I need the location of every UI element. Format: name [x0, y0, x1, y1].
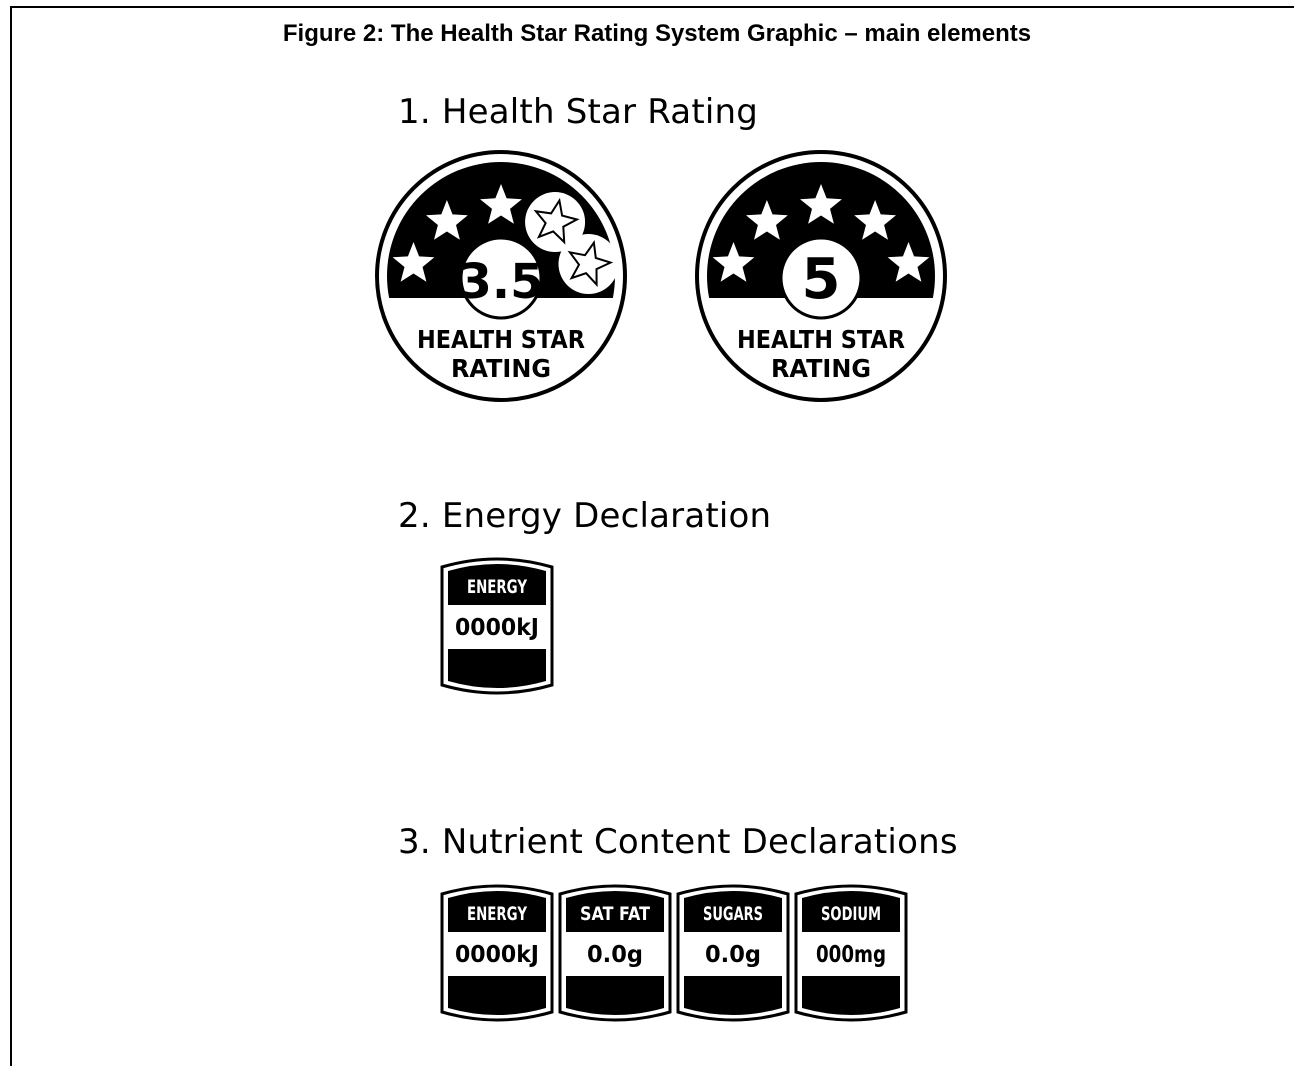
- badge-label-line1: HEALTH STAR: [417, 325, 585, 354]
- panel-value: 0.0g: [705, 942, 761, 968]
- energy-declaration-panel: ENERGY 0000kJ: [440, 557, 554, 695]
- rating-number: 5: [802, 247, 841, 312]
- badge-label-line2: RATING: [451, 354, 551, 383]
- panel-value-band: [802, 932, 900, 976]
- panel-value-band: [448, 605, 546, 649]
- panel-value: 0000kJ: [455, 942, 539, 968]
- figure-frame: [10, 6, 1294, 1066]
- empty-star-icon: [567, 240, 614, 288]
- rating-number-disc: [779, 236, 863, 320]
- panel-value: 000mg: [816, 942, 886, 968]
- panel-label: SAT FAT: [580, 903, 650, 925]
- filled-star-icon: [480, 184, 522, 224]
- panel-label: ENERGY: [467, 576, 527, 598]
- panel-value-band: [566, 932, 664, 976]
- panel-value-band: [684, 932, 782, 976]
- panel-label: SUGARS: [703, 903, 763, 925]
- badge-dark-dome: [707, 162, 935, 298]
- nutrient-declaration-strip: ENERGY 0000kJ SAT FAT 0.0g SUGARS 0.0g SODIUM 0…: [440, 884, 908, 1022]
- filled-star-icon: [426, 200, 468, 240]
- panel-label: ENERGY: [467, 903, 527, 925]
- half-star-icon: [533, 197, 580, 245]
- section-title-energy-declaration: 2. Energy Declaration: [398, 496, 772, 536]
- filled-star-icon: [854, 200, 896, 240]
- rating-number-disc: [459, 236, 543, 320]
- section-title-health-star-rating: 1. Health Star Rating: [398, 92, 759, 132]
- filled-star-icon: [392, 242, 435, 282]
- figure-title: Figure 2: The Health Star Rating System …: [282, 20, 1032, 47]
- filled-star-icon: [746, 200, 788, 240]
- panel-value-band: [448, 932, 546, 976]
- panel-value: 0.0g: [587, 942, 643, 968]
- rating-number: 3.5: [458, 254, 543, 310]
- section-title-nutrient-content: 3. Nutrient Content Declarations: [398, 822, 958, 862]
- panel-value: 0000kJ: [455, 615, 539, 641]
- panel-label: SODIUM: [821, 903, 881, 925]
- filled-star-icon: [712, 242, 755, 282]
- badge-label-line1: HEALTH STAR: [737, 325, 905, 354]
- filled-star-icon: [887, 242, 930, 282]
- filled-star-icon: [800, 184, 842, 224]
- badge-label-line2: RATING: [771, 354, 871, 383]
